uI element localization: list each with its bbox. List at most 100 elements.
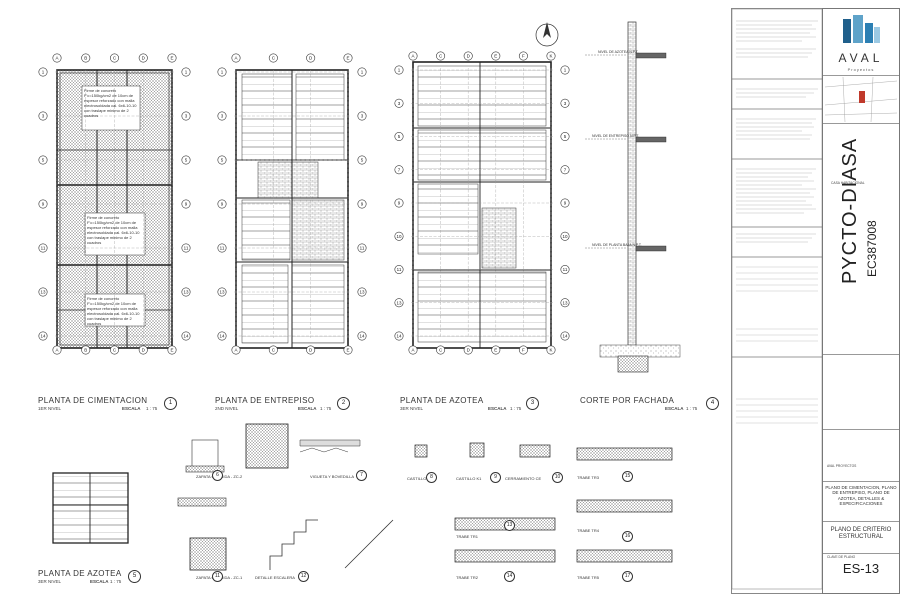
svg-text:D: D	[309, 56, 313, 61]
plan-1-number: 1	[164, 397, 177, 410]
sheet-label: CLAVE DE PLANO	[827, 555, 856, 559]
svg-text:1: 1	[42, 70, 45, 75]
svg-text:1: 1	[398, 68, 401, 73]
svg-text:11: 11	[397, 267, 402, 272]
svg-text:9: 9	[361, 202, 364, 207]
plan-content: PLANO DE CIMENTACION, PLANO DE ENTREPISO…	[825, 485, 897, 507]
azo-axis-right-14: 14	[560, 331, 570, 341]
svg-text:13: 13	[40, 290, 46, 295]
ent-axis-left-9: 9	[217, 199, 227, 209]
cim-axis-left-9: 9	[38, 199, 48, 209]
ent-axis-right-14: 14	[357, 331, 367, 341]
plan-1-scale-label: ESCALA	[122, 406, 141, 411]
svg-text:E: E	[346, 56, 349, 61]
azo-axis-top-C: C	[436, 51, 446, 61]
svg-text:14: 14	[219, 334, 225, 339]
svg-text:A: A	[55, 56, 58, 61]
cim-axis-left-11: 11	[38, 243, 48, 253]
svg-text:D: D	[142, 56, 146, 61]
plan-1-scale: 1 : 75	[146, 406, 158, 411]
svg-text:D: D	[467, 54, 471, 59]
detail-13-number: 13	[504, 520, 515, 531]
plan-3-title: PLANTA DE AZOTEA	[400, 396, 484, 405]
svg-text:9: 9	[221, 202, 224, 207]
azo-axis-top-D: D	[463, 51, 473, 61]
azo-axis-left-9: 9	[394, 198, 404, 208]
detail-12-number: 12	[298, 571, 309, 582]
notes-lines	[732, 9, 822, 590]
plan-5-scale: 1 : 75	[110, 579, 122, 584]
cim-axis-right-14: 14	[181, 331, 191, 341]
svg-text:9: 9	[42, 202, 45, 207]
azo-axis-left-10: 10	[394, 231, 404, 241]
svg-text:5: 5	[361, 158, 364, 163]
cim-axis-bottom-A: A	[52, 345, 62, 355]
ent-axis-bottom-A: A	[231, 345, 241, 355]
ent-axis-left-5: 5	[217, 155, 227, 165]
svg-text:13: 13	[359, 290, 365, 295]
ent-axis-bottom-C: C	[268, 345, 278, 355]
plan-entrepiso	[235, 69, 349, 349]
azo-axis-right-13: 13	[560, 298, 570, 308]
detail-10-number: 10	[552, 472, 563, 483]
cim-axis-left-14: 14	[38, 331, 48, 341]
plan-3-scale: 1 : 75	[510, 406, 522, 411]
plan-2-level: 2ND NIVEL	[215, 406, 239, 411]
project-name-vertical: PYCTO-DIASA	[839, 137, 861, 284]
svg-text:11: 11	[41, 246, 46, 251]
plan-5-level: 3ER NIVEL	[38, 579, 62, 584]
svg-text:1: 1	[564, 68, 567, 73]
svg-text:E: E	[170, 56, 173, 61]
section-label-azotea: NIVEL DE AZOTEA N.P.T.	[598, 50, 639, 54]
svg-text:C: C	[439, 348, 443, 353]
ent-axis-right-9: 9	[357, 199, 367, 209]
svg-text:B: B	[84, 348, 87, 353]
svg-text:D: D	[142, 348, 146, 353]
azo-axis-bottom-A: A	[408, 345, 418, 355]
ent-axis-right-5: 5	[357, 155, 367, 165]
svg-text:A: A	[411, 348, 414, 353]
svg-text:5: 5	[42, 158, 45, 163]
brand-logo-icon	[843, 15, 880, 43]
svg-text:14: 14	[562, 334, 568, 339]
svg-text:A: A	[55, 348, 58, 353]
azo-axis-top-F: F	[518, 51, 528, 61]
svg-text:5: 5	[398, 134, 401, 139]
azo-axis-left-13: 13	[394, 298, 404, 308]
detail-15-number: 15	[622, 471, 633, 482]
svg-text:11: 11	[563, 267, 568, 272]
svg-text:C: C	[113, 56, 117, 61]
plan-4-scale: 1 : 75	[686, 406, 698, 411]
detail-16-label: TRABE TR4	[577, 528, 599, 533]
svg-text:5: 5	[221, 158, 224, 163]
firm-note-3: Firme de concreto F'c=150kg/cm2 de 10cm …	[87, 296, 140, 326]
azo-axis-left-3: 3	[394, 98, 404, 108]
ent-axis-right-11: 11	[357, 243, 367, 253]
designer-name: AVAL PROYECTOS	[827, 464, 857, 468]
corte-fachada	[585, 21, 681, 373]
detail-17-label: TRABE TR5	[577, 575, 599, 580]
svg-text:1: 1	[185, 70, 188, 75]
ent-axis-top-C: C	[268, 53, 278, 63]
cim-axis-bottom-E: E	[167, 345, 177, 355]
cim-axis-top-C: C	[110, 53, 120, 63]
detail-12-label: DETALLE ESCALERA	[255, 575, 295, 580]
svg-text:3: 3	[42, 114, 45, 119]
cim-axis-top-D: D	[138, 53, 148, 63]
svg-text:C: C	[272, 348, 276, 353]
svg-text:F: F	[522, 54, 525, 59]
plan-5-number: 5	[128, 570, 141, 583]
detail-11-number: 11	[212, 571, 223, 582]
svg-text:C: C	[113, 348, 117, 353]
svg-text:E: E	[494, 54, 497, 59]
plan-3-level: 3ER NIVEL	[400, 406, 424, 411]
svg-text:14: 14	[40, 334, 46, 339]
sheet-number: ES-13	[842, 561, 880, 576]
plan-2-number: 2	[337, 397, 350, 410]
svg-text:14: 14	[183, 334, 189, 339]
cim-axis-bottom-B: B	[81, 345, 91, 355]
cim-axis-left-13: 13	[38, 287, 48, 297]
svg-text:C: C	[439, 54, 443, 59]
